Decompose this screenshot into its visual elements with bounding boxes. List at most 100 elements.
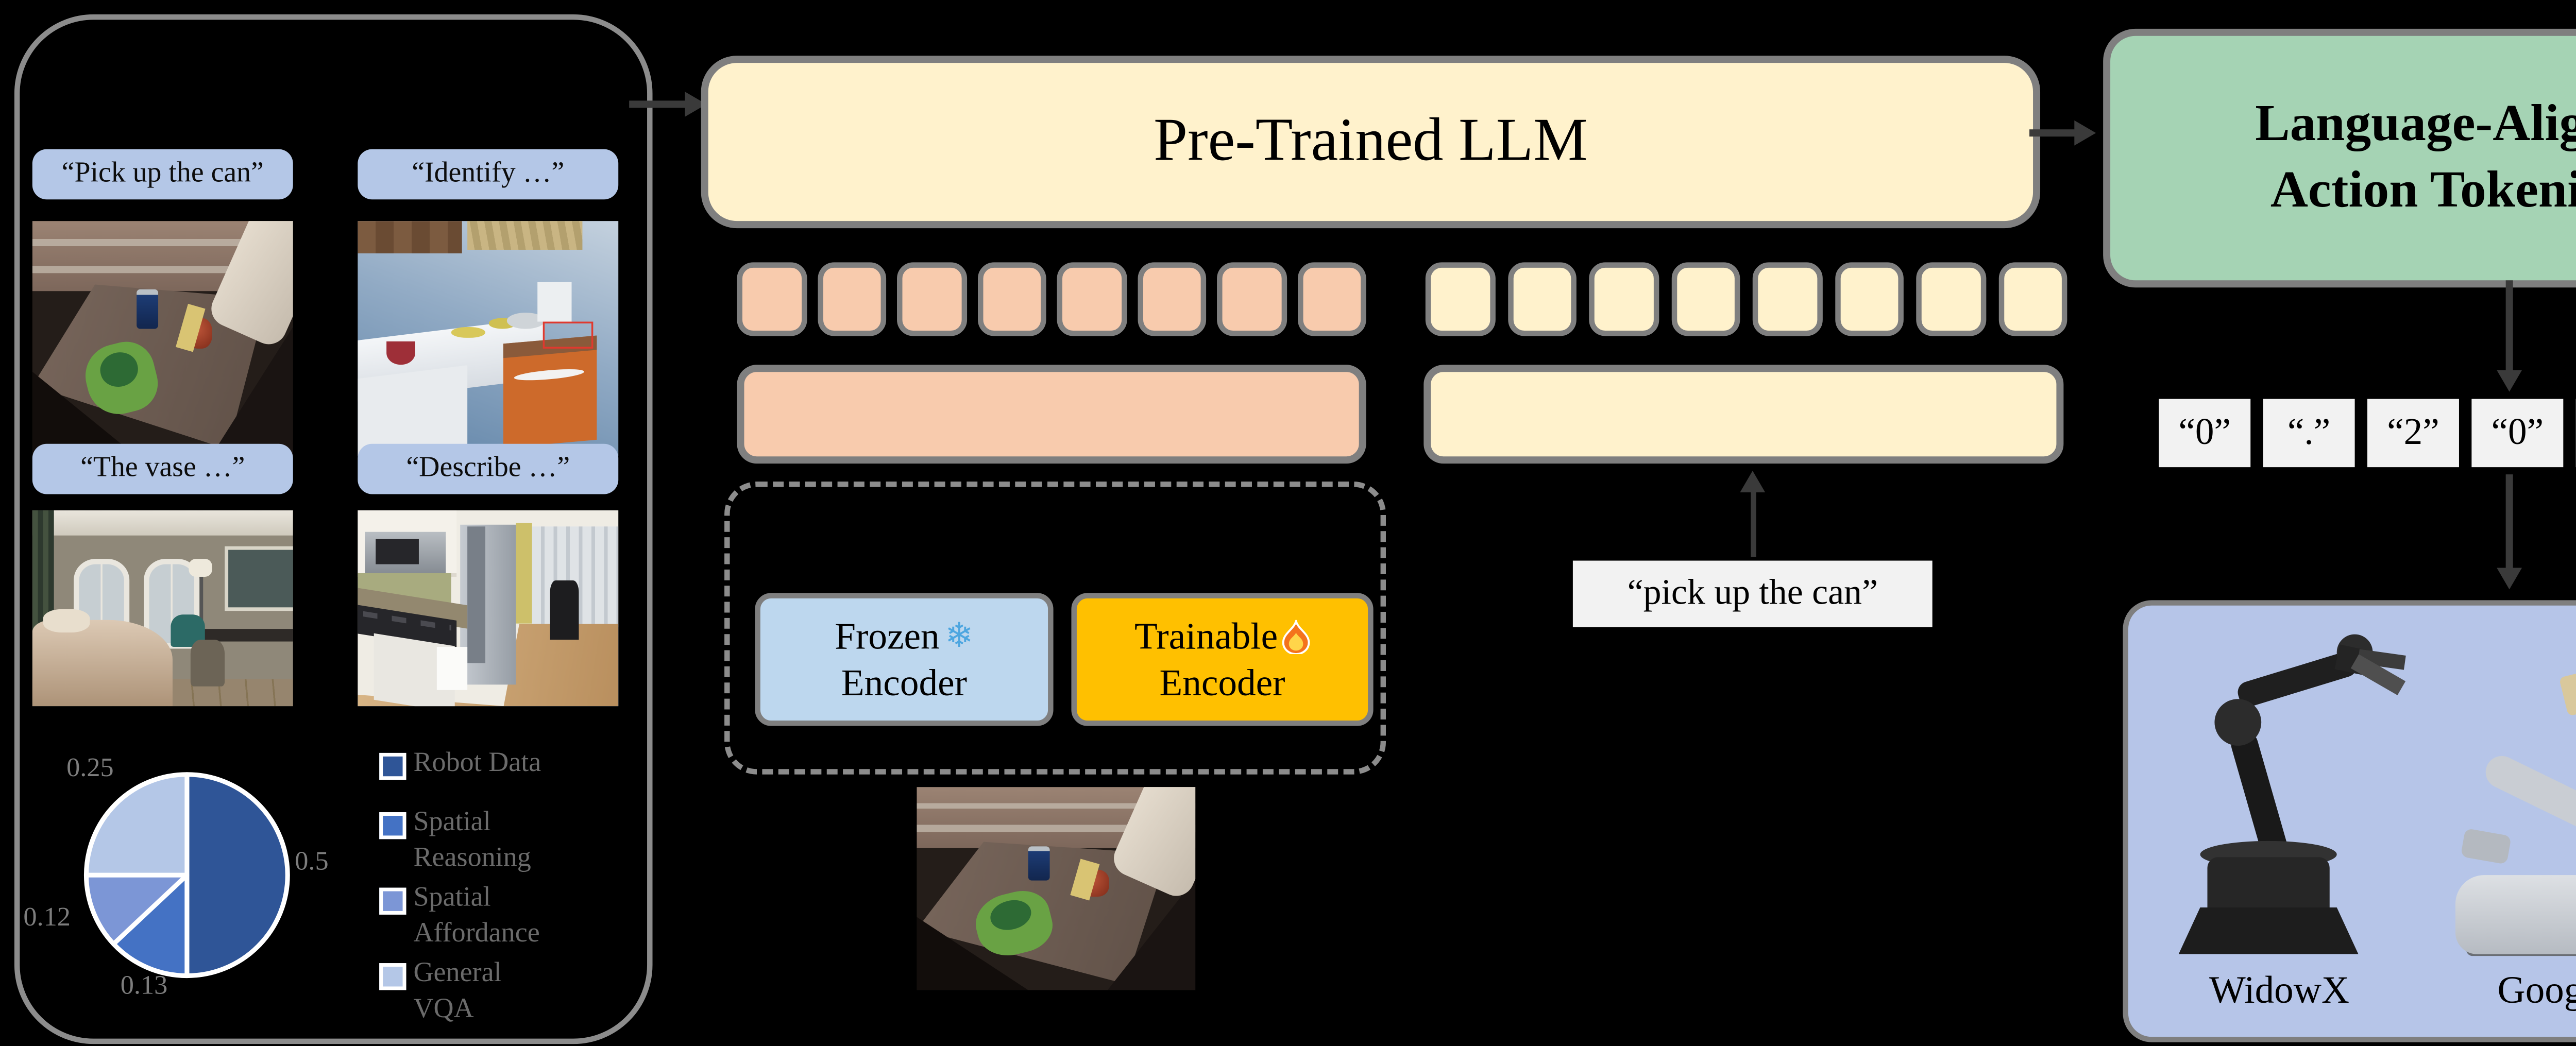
text-token <box>1671 262 1740 336</box>
desk-chair-shape <box>191 639 226 687</box>
text-token <box>1834 262 1904 336</box>
tokenizer-title-line1: Language-Aligned <box>2255 95 2576 153</box>
arrow-panel-to-llm <box>629 100 687 107</box>
frozen-encoder-line2: Encoder <box>841 661 968 705</box>
fire-icon <box>1282 619 1310 654</box>
action-token-0: “0” <box>2159 399 2251 467</box>
text-token <box>1916 262 1986 336</box>
image-token <box>897 262 967 336</box>
frozen-label: Frozen <box>835 614 940 658</box>
legend-item: General VQA <box>379 956 613 1028</box>
image-embedding-bar <box>737 365 1366 464</box>
arrowhead-down-icon <box>2497 568 2522 590</box>
legend-item: Spatial Affordance <box>379 881 613 953</box>
instruction-text-box: “pick up the can” <box>1572 560 1933 627</box>
action-token-3: “0” <box>2471 399 2564 467</box>
arrowhead-up-icon <box>1740 471 1766 492</box>
pie-value-label-robot-data: 0.5 <box>295 848 329 877</box>
ceiling-shape <box>32 510 293 536</box>
google-robot-label: Google Robot <box>2497 968 2576 1012</box>
pie-slice-1 <box>111 872 190 979</box>
legend-swatch <box>379 963 406 990</box>
image-token <box>737 262 806 336</box>
arrowhead-down-icon <box>2497 370 2522 392</box>
legend-item: Spatial Reasoning <box>379 805 613 877</box>
google-robot-arm-shape <box>2480 750 2576 838</box>
text-token <box>1425 262 1495 336</box>
action-token-2: “2” <box>2367 399 2459 467</box>
widowx-foot-shape <box>2178 907 2359 954</box>
legend-item: Robot Data <box>379 746 613 782</box>
instruction-text: “pick up the can” <box>1627 573 1878 613</box>
observation-image <box>917 787 1196 990</box>
red-bowl-shape <box>386 341 415 365</box>
pie-value-label-spatial-affordance: 0.12 <box>23 903 71 933</box>
training-data-panel: “Pick up the can” “Identify …” <box>14 14 653 1044</box>
widowx-label: WidowX <box>2209 968 2350 1012</box>
image-token <box>817 262 887 336</box>
legend-swatch <box>379 887 406 915</box>
wood-beam-shape <box>358 221 462 254</box>
arrow-llm-to-tokenizer <box>2029 129 2076 136</box>
arrowhead-right-icon <box>2074 120 2096 146</box>
microwave-shape <box>365 531 447 573</box>
text-token <box>1998 262 2067 336</box>
sim-kitchen-image <box>358 221 619 457</box>
lamp-pole-shape <box>199 577 204 644</box>
hay-shape <box>467 221 582 249</box>
appliance-shape <box>537 282 572 322</box>
bounding-box-shape <box>543 322 594 350</box>
arrow-tokens-to-robots <box>2505 474 2512 572</box>
arrow-tokenizer-to-tokens <box>2505 280 2512 374</box>
text-token <box>1589 262 1658 336</box>
cabinet-handle-shape <box>515 367 585 383</box>
vision-encoder-group <box>724 482 1386 775</box>
pie-value-label-general-vqa: 0.25 <box>66 755 114 784</box>
trainable-encoder-line2: Encoder <box>1159 661 1285 705</box>
pie-chart <box>83 772 290 979</box>
google-robot-base-shape <box>2455 875 2576 954</box>
trainable-encoder-box: Trainable Encoder <box>1071 593 1374 726</box>
image-token <box>1057 262 1126 336</box>
llm-title: Pre-Trained LLM <box>1154 108 1588 175</box>
robot-tabletop-image <box>32 221 293 457</box>
widowx-elbow-shape <box>2214 699 2262 746</box>
pie-slice-2 <box>83 872 190 947</box>
text-embedding-bar <box>1423 365 2064 464</box>
mirror-shape <box>225 545 293 612</box>
legend-swatch <box>379 812 406 839</box>
blue-can-shape <box>137 289 158 330</box>
image-token-row <box>737 262 1366 336</box>
black-chair-shape <box>550 580 580 640</box>
image-token <box>1137 262 1207 336</box>
tokenizer-title-line2: Action Tokenizer <box>2270 162 2576 219</box>
pie-value-label-spatial-reasoning: 0.13 <box>120 972 168 1001</box>
pillow-shape <box>43 608 90 632</box>
action-token-1: “.” <box>2263 399 2355 467</box>
caption-describe: “Describe …” <box>358 443 619 494</box>
snowflake-icon: ❄ <box>945 616 974 656</box>
frozen-encoder-line1: Frozen❄ <box>835 613 974 660</box>
blue-can-shape <box>1028 846 1050 881</box>
legend-label: General VQA <box>413 957 502 1024</box>
google-robot-hand-shape <box>2460 828 2512 865</box>
bedroom-image <box>32 510 293 707</box>
robot-embodiment-panel: WidowX Google Robot <box>2123 600 2576 1042</box>
arrow-instruction-to-bar <box>1750 490 1756 557</box>
pie-slice-0 <box>184 772 290 979</box>
bed-shape <box>32 620 173 707</box>
white-cabinet-shape <box>358 365 467 457</box>
chips-logo-shape <box>96 348 143 390</box>
caption-pick-up-the-can: “Pick up the can” <box>32 149 293 200</box>
plate-shape <box>451 327 486 339</box>
trainable-label: Trainable <box>1134 614 1278 658</box>
trainable-encoder-line1: Trainable <box>1134 613 1310 660</box>
legend-swatch <box>379 752 406 780</box>
orange-cabinet-shape <box>503 334 598 447</box>
text-token <box>1752 262 1822 336</box>
google-robot-object-shape <box>2558 671 2576 716</box>
kitchen-image <box>358 510 619 707</box>
